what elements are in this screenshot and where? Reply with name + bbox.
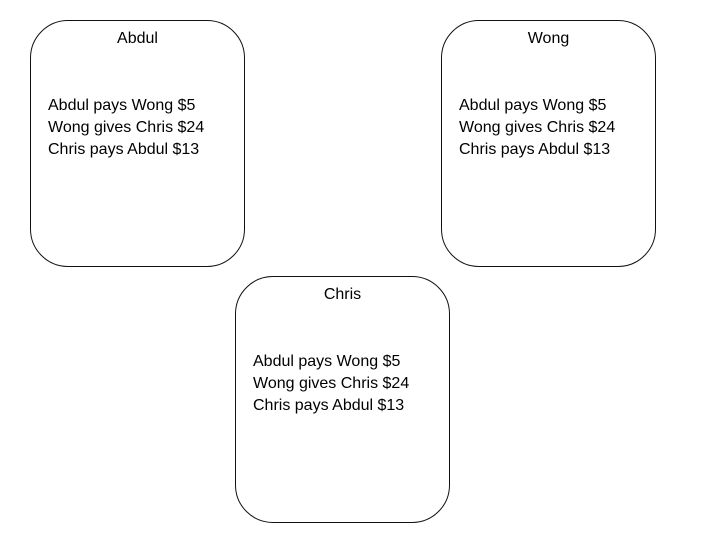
transaction-item: Chris pays Abdul $13 bbox=[459, 141, 611, 158]
transaction-item: Chris pays Abdul $13 bbox=[48, 141, 200, 158]
transaction-item: Abdul pays Wong $5 bbox=[48, 97, 196, 114]
node-title: Chris bbox=[323, 286, 362, 303]
node-title: Wong bbox=[527, 30, 570, 47]
transaction-item: Wong gives Chris $24 bbox=[253, 375, 410, 392]
transaction-item: Wong gives Chris $24 bbox=[48, 119, 205, 136]
transaction-item: Chris pays Abdul $13 bbox=[253, 397, 405, 414]
transaction-item: Abdul pays Wong $5 bbox=[459, 97, 607, 114]
node-chris: Chris Abdul pays Wong $5 Wong gives Chri… bbox=[235, 276, 450, 523]
transaction-item: Wong gives Chris $24 bbox=[459, 119, 616, 136]
transaction-list: Abdul pays Wong $5 Wong gives Chris $24 … bbox=[48, 95, 240, 161]
transaction-list: Abdul pays Wong $5 Wong gives Chris $24 … bbox=[253, 351, 445, 417]
node-title: Abdul bbox=[117, 30, 158, 47]
transaction-item: Abdul pays Wong $5 bbox=[253, 353, 401, 370]
node-wong: Wong Abdul pays Wong $5 Wong gives Chris… bbox=[441, 20, 656, 267]
transaction-list: Abdul pays Wong $5 Wong gives Chris $24 … bbox=[459, 95, 651, 161]
node-abdul: Abdul Abdul pays Wong $5 Wong gives Chri… bbox=[30, 20, 245, 267]
